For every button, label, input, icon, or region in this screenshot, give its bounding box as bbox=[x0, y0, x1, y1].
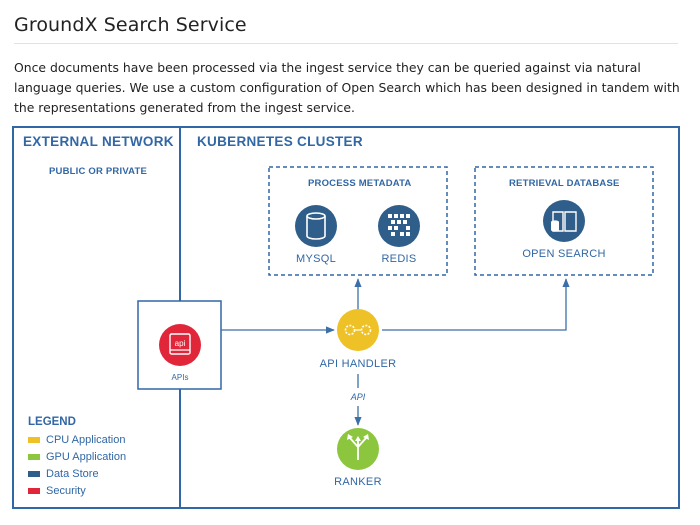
intro-paragraph: Once documents have been processed via t… bbox=[14, 60, 680, 115]
api-icon bbox=[159, 324, 201, 366]
open-search-label: OPEN SEARCH bbox=[522, 248, 606, 260]
legend-swatch-security bbox=[28, 487, 40, 494]
process-metadata-box bbox=[268, 166, 448, 276]
legend-label: GPU Application bbox=[46, 450, 127, 463]
mysql-label: MYSQL bbox=[295, 253, 337, 265]
retrieval-database-header: RETRIEVAL DATABASE bbox=[509, 178, 620, 189]
legend-swatch-data-store bbox=[28, 470, 40, 477]
public-or-private-label: PUBLIC OR PRIVATE bbox=[49, 166, 148, 177]
redis-label: REDIS bbox=[381, 253, 417, 265]
kubernetes-cluster-header: KUBERNETES CLUSTER bbox=[197, 134, 363, 149]
api-handler-icon bbox=[337, 309, 379, 351]
legend-title: LEGEND bbox=[28, 416, 76, 428]
diagram-frame bbox=[12, 126, 680, 509]
ranker-icon bbox=[337, 428, 379, 470]
external-network-header: EXTERNAL NETWORK bbox=[23, 134, 174, 149]
mysql-icon bbox=[295, 205, 337, 247]
page-title: GroundX Search Service bbox=[14, 14, 247, 36]
api-edge-label-bg bbox=[350, 391, 366, 404]
legend-item: Data Store bbox=[28, 467, 99, 480]
open-search-icon bbox=[543, 200, 585, 242]
handler-to-opensearch-arrow bbox=[382, 278, 570, 331]
ranker-label: RANKER bbox=[334, 476, 382, 488]
legend-label: Security bbox=[46, 484, 86, 497]
legend-item: Security bbox=[28, 484, 86, 497]
legend-swatch-gpu bbox=[28, 453, 40, 460]
process-metadata-header: PROCESS METADATA bbox=[308, 178, 412, 189]
redis-icon bbox=[378, 205, 420, 247]
legend-item: CPU Application bbox=[28, 433, 126, 446]
api-handler-label: API HANDLER bbox=[319, 358, 397, 370]
apis-label: APIs bbox=[171, 373, 189, 382]
title-divider bbox=[14, 43, 678, 44]
api-edge-label: API bbox=[350, 392, 366, 402]
legend-label: Data Store bbox=[46, 467, 99, 480]
legend-label: CPU Application bbox=[46, 433, 126, 446]
api-icon-text: api bbox=[174, 339, 186, 348]
legend-item: GPU Application bbox=[28, 450, 126, 463]
legend-swatch-cpu bbox=[28, 436, 40, 443]
retrieval-database-box bbox=[474, 166, 654, 276]
